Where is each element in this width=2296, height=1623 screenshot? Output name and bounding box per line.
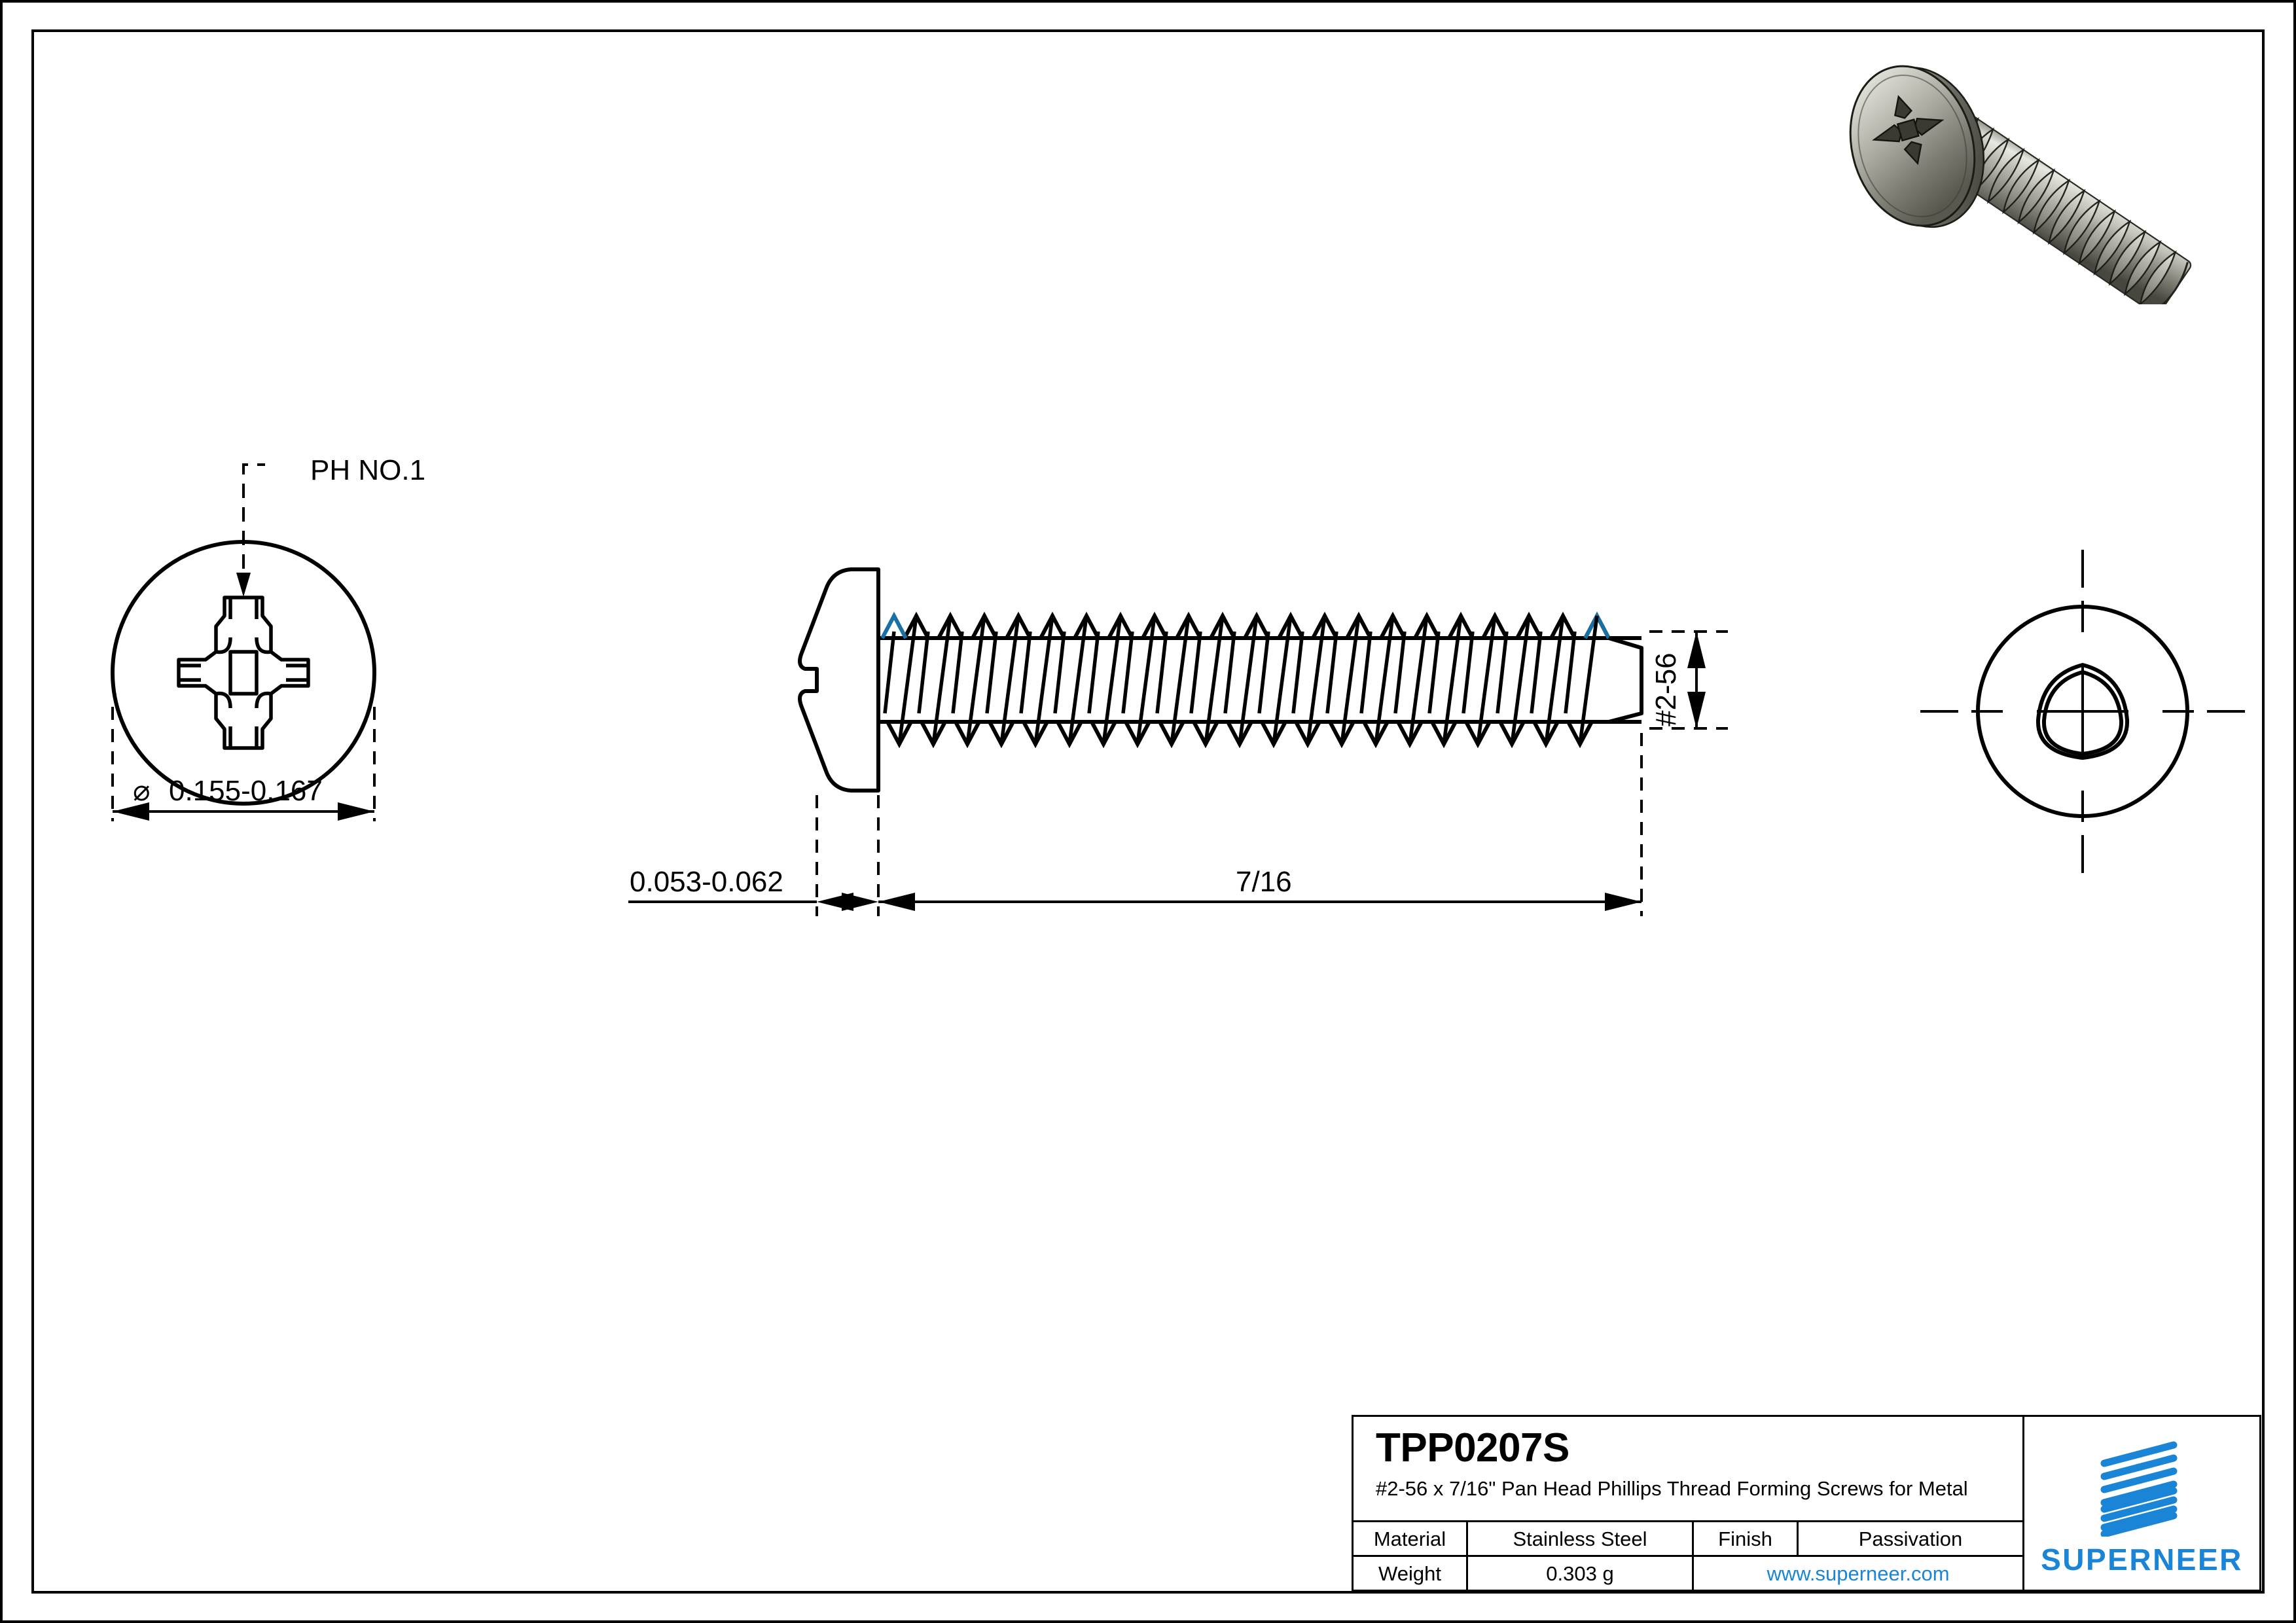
- drawing-frame-border: [31, 29, 2265, 1594]
- finish-value: Passivation: [1858, 1527, 1963, 1550]
- website-link[interactable]: www.superneer.com: [1767, 1561, 1950, 1585]
- table-row: Material Stainless Steel Finish Passivat…: [1354, 1522, 2022, 1557]
- title-block: TPP0207S #2-56 x 7/16" Pan Head Phillips…: [1352, 1415, 2261, 1592]
- title-block-header: TPP0207S #2-56 x 7/16" Pan Head Phillips…: [1354, 1417, 2022, 1522]
- screw-head-3d: [1849, 65, 1985, 228]
- material-label: Material: [1354, 1522, 1468, 1555]
- part-description: #2-56 x 7/16" Pan Head Phillips Thread F…: [1376, 1477, 1968, 1500]
- finish-label: Finish: [1694, 1522, 1799, 1555]
- weight-label: Weight: [1354, 1557, 1468, 1590]
- superneer-logo-icon: [2100, 1441, 2177, 1537]
- title-block-left: TPP0207S #2-56 x 7/16" Pan Head Phillips…: [1354, 1417, 2024, 1590]
- screw-3d-render: [1849, 65, 2192, 304]
- part-number: TPP0207S: [1376, 1425, 1570, 1471]
- material-value: Stainless Steel: [1468, 1522, 1694, 1555]
- brand-panel: SUPERNEER: [2024, 1417, 2259, 1590]
- table-row: Weight 0.303 g www.superneer.com: [1354, 1557, 2022, 1590]
- weight-value: 0.303 g: [1468, 1557, 1694, 1590]
- brand-name: SUPERNEER: [2041, 1543, 2243, 1577]
